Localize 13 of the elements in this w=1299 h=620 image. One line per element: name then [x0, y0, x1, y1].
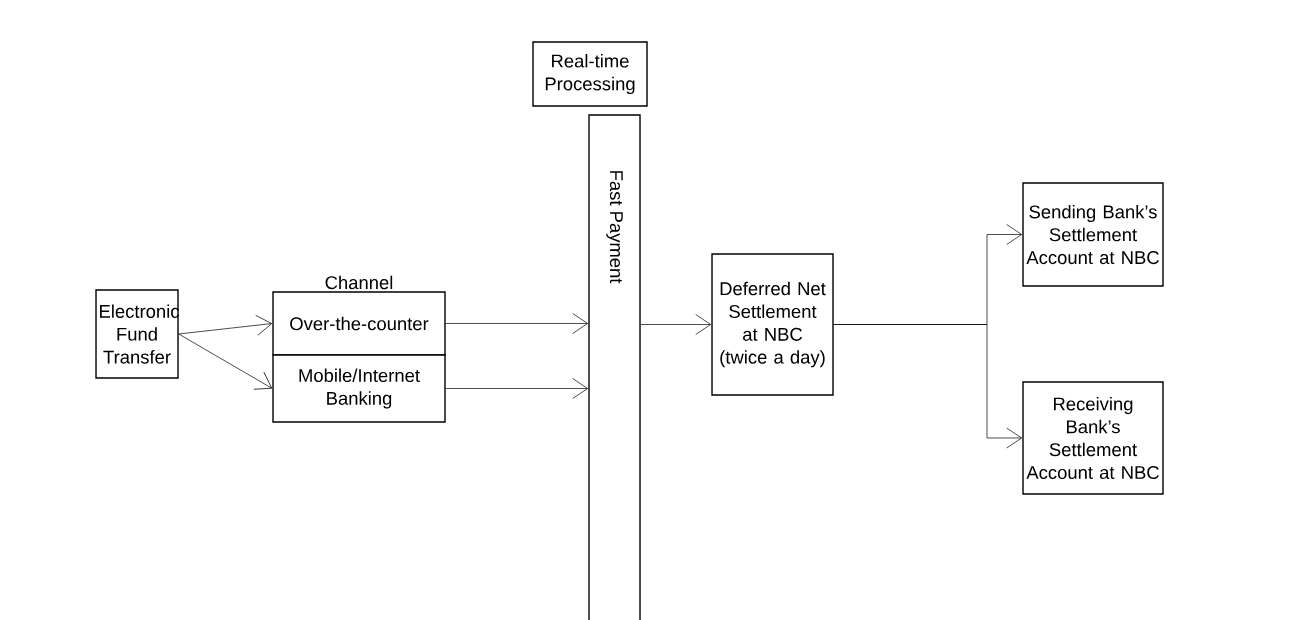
arrow: [640, 314, 712, 335]
process-box: Deferred Net Settlement at NBC (twice a day): [711, 253, 834, 396]
account-box: Sending Bank’s Settlement Account at NBC: [1022, 182, 1164, 287]
arrow: [445, 313, 588, 334]
channel-box: Mobile/Internet Banking: [272, 354, 446, 423]
process-box: Real-time Processing: [532, 41, 648, 107]
arrow: [445, 378, 588, 399]
account-box: Receiving Bank’s Settlement Account at NBC: [1022, 381, 1164, 495]
payment-bar: Fast Payment: [588, 114, 641, 620]
arrow: [833, 324, 1022, 449]
channel-box: Over-the-counter: [272, 291, 446, 356]
arrow: [178, 314, 273, 336]
arrow: [178, 333, 273, 390]
